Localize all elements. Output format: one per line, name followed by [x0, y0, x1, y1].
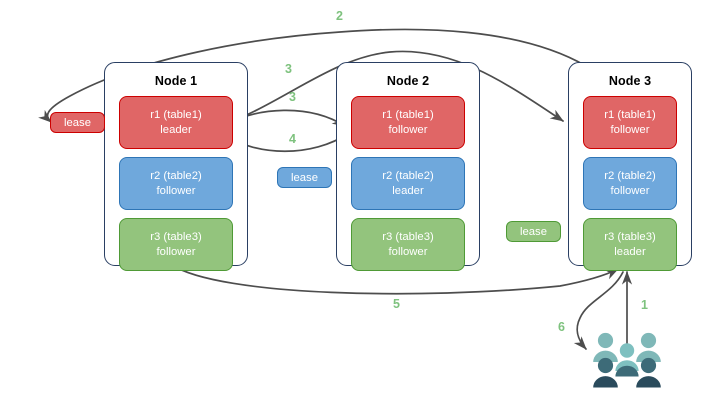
replica-role: follower [388, 123, 428, 136]
node-card-node2[interactable]: Node 2 r1 (table1) follower r2 (table2) … [336, 62, 480, 271]
replica-name: r3 (table3) [604, 231, 656, 243]
replica-chip-node3-r3[interactable]: r3 (table3) leader [583, 218, 677, 271]
replica-role: leader [614, 245, 646, 258]
node-title: Node 3 [608, 74, 652, 88]
replica-role: follower [610, 184, 650, 197]
lease-badge-table2[interactable]: lease [277, 167, 332, 188]
replica-name: r1 (table1) [604, 109, 656, 121]
step-label-6: 6 [558, 320, 565, 334]
replica-name: r2 (table2) [150, 170, 202, 182]
replica-chip-node1-r1[interactable]: r1 (table1) leader [119, 96, 233, 149]
node-card-node3[interactable]: Node 3 r1 (table1) follower r2 (table2) … [568, 62, 692, 271]
replica-name: r2 (table2) [604, 170, 656, 182]
replica-role: follower [156, 184, 196, 197]
step-label-4: 4 [289, 132, 296, 146]
replica-name: r1 (table1) [382, 109, 434, 121]
replica-name: r3 (table3) [382, 231, 434, 243]
replica-role: follower [156, 245, 196, 258]
replica-name: r2 (table2) [382, 170, 434, 182]
step-label-1: 1 [641, 298, 648, 312]
node-title: Node 1 [154, 74, 198, 88]
replica-role: follower [610, 123, 650, 136]
node-title: Node 2 [386, 74, 430, 88]
step-label-3-lower: 3 [289, 90, 296, 104]
lease-badge-table3[interactable]: lease [506, 221, 561, 242]
replica-name: r3 (table3) [150, 231, 202, 243]
replica-role: follower [388, 245, 428, 258]
replica-name: r1 (table1) [150, 109, 202, 121]
replica-chip-node1-r3[interactable]: r3 (table3) follower [119, 218, 233, 271]
replica-role: leader [160, 123, 192, 136]
replica-chip-node3-r1[interactable]: r1 (table1) follower [583, 96, 677, 149]
node-card-node1[interactable]: Node 1 r1 (table1) leader r2 (table2) fo… [104, 62, 248, 271]
replica-chip-node2-r3[interactable]: r3 (table3) follower [351, 218, 465, 271]
lease-badge-table1[interactable]: lease [50, 112, 105, 133]
replica-chip-node2-r1[interactable]: r1 (table1) follower [351, 96, 465, 149]
replica-chip-node3-r2[interactable]: r2 (table2) follower [583, 157, 677, 210]
users-group-icon [593, 332, 661, 388]
step-label-3-upper: 3 [285, 62, 292, 76]
replica-chip-node1-r2[interactable]: r2 (table2) follower [119, 157, 233, 210]
step-label-2: 2 [336, 9, 343, 23]
replica-role: leader [392, 184, 424, 197]
replica-chip-node2-r2[interactable]: r2 (table2) leader [351, 157, 465, 210]
step-label-5: 5 [393, 297, 400, 311]
